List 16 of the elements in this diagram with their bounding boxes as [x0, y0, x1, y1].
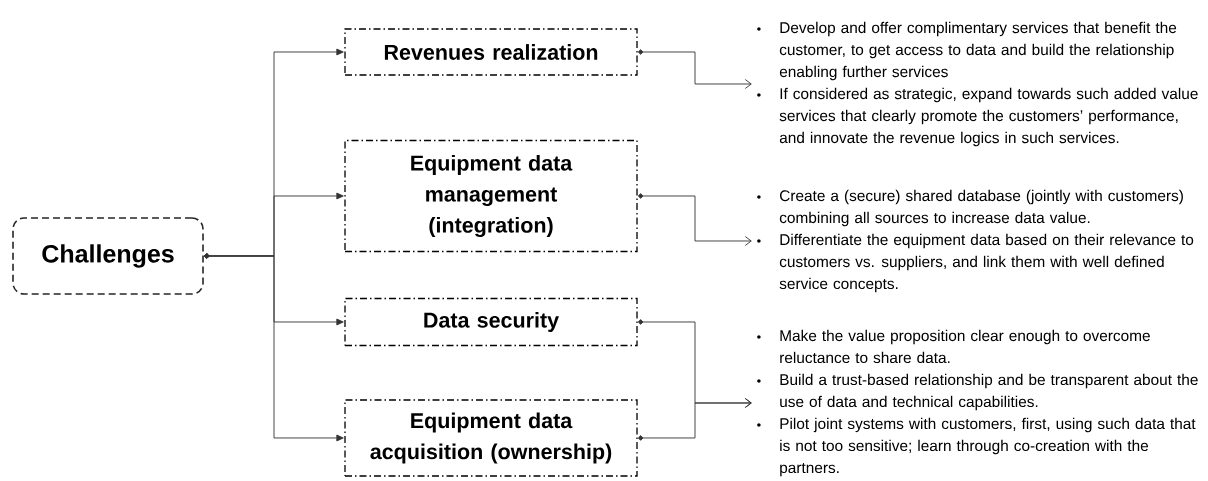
bullet-text: Differentiate the equipment data based on their relevance to customers vs. suppliers, and link them with well defined service concepts.	[779, 233, 1194, 293]
bullet-text: Develop and offer complimentary services that benefit the customer, to get access to data and build the relationship enabling further services	[779, 21, 1177, 81]
connector-arrow	[637, 49, 752, 89]
connector-arrow	[637, 193, 752, 246]
challenge-box: Equipment data acquisition (ownership)	[344, 399, 638, 477]
connector-arrow	[637, 398, 752, 441]
challenge-box: Data security	[344, 297, 638, 347]
challenge-box: Equipment data management (integration)	[344, 139, 638, 253]
bullet-text: Create a (secure) shared database (jointly with customers) combining all sources to increase data value.	[779, 189, 1183, 227]
bullet-text: If considered as strategic, expand towards such added value services that clearly promote the customers’ performance, and innovate the revenue logics in such services.	[779, 87, 1198, 147]
connector-arrow	[204, 253, 344, 442]
rounded-box: Challenges	[12, 217, 204, 295]
bullet-text: Pilot joint systems with customers, first, using such data that is not too sensitive; learn through co-creation with the partners.	[780, 417, 1196, 477]
challenge-box: Revenues realization	[344, 28, 638, 76]
bullet-text: Make the value proposition clear enough to overcome reluctance to share data.	[780, 329, 1150, 364]
bullet-text: Build a trust-based relationship and be transparent about the use of data and technical capabilities.	[780, 373, 1198, 411]
